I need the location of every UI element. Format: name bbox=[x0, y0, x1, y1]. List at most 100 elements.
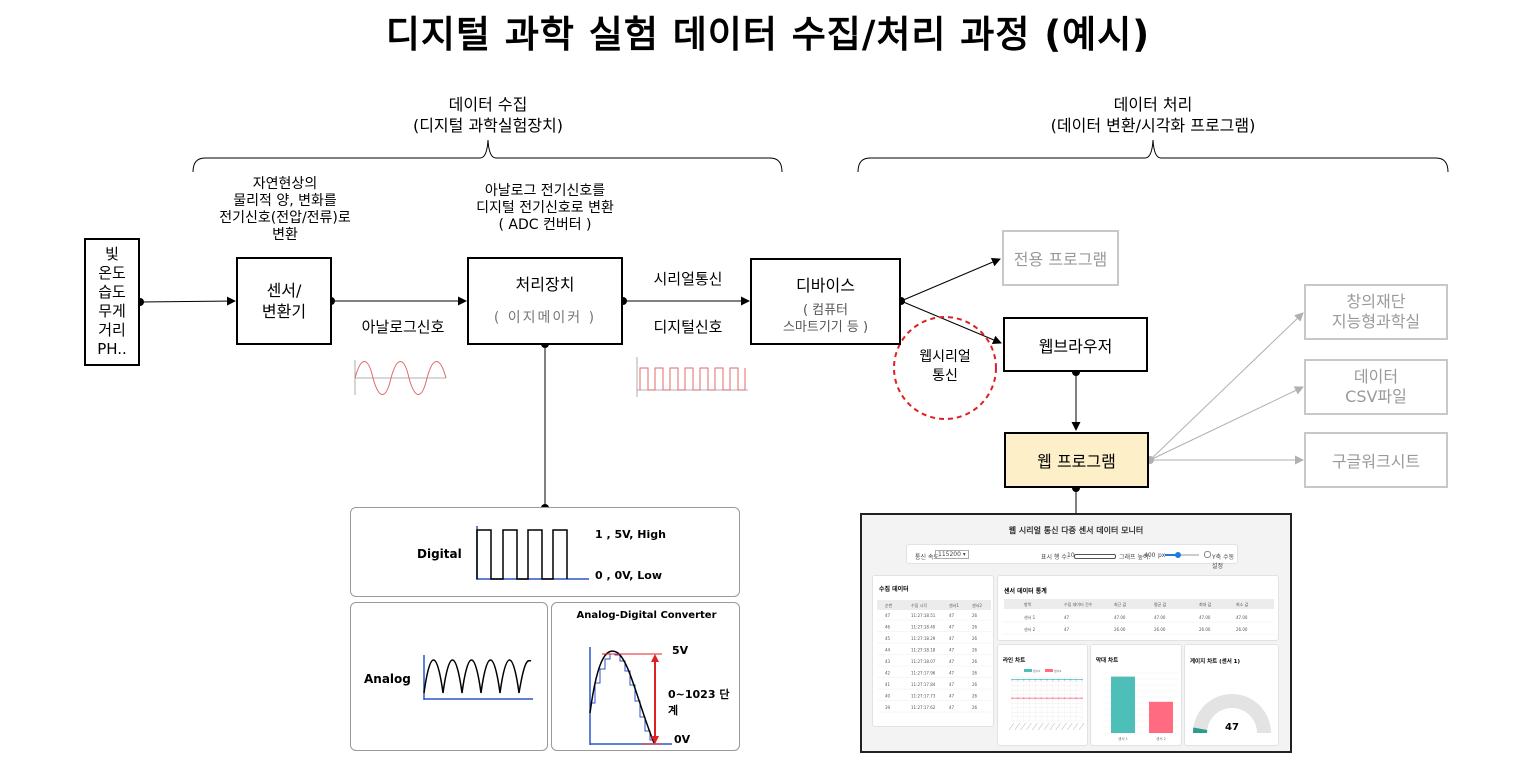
yaxis-label: Y축 수동 설정 bbox=[1212, 554, 1235, 570]
stats-cell: 26.00 bbox=[1236, 627, 1248, 632]
table-cell: 47 bbox=[949, 625, 955, 630]
stats-header-cell: 최근 값 bbox=[1114, 601, 1127, 607]
processor-box: 처리장치 ( 이지메이커 ) bbox=[467, 257, 623, 345]
baud-rate-value: 115200 bbox=[938, 551, 961, 558]
data-point bbox=[1017, 697, 1019, 699]
google-sheet-label: 구글워크시트 bbox=[1331, 452, 1421, 471]
x-tick-label bbox=[1072, 722, 1079, 731]
collected-data-title: 수집 데이터 bbox=[879, 586, 909, 593]
data-point bbox=[1040, 697, 1042, 699]
digital-panel-label: Digital bbox=[417, 547, 462, 561]
data-point bbox=[1069, 697, 1072, 699]
table-cell: 47 bbox=[949, 671, 955, 676]
web-browser-label: 웹브라우저 bbox=[1038, 336, 1113, 356]
stats-cell: 26.00 bbox=[1199, 627, 1211, 632]
yaxis-checkbox[interactable] bbox=[1204, 551, 1211, 558]
table-cell: 11:27:17.84 bbox=[911, 682, 936, 687]
adc-range-label: 0~1023 단계 bbox=[668, 688, 730, 717]
table-cell: 26 bbox=[972, 636, 978, 641]
data-point bbox=[1052, 678, 1054, 681]
table-cell: 26 bbox=[972, 648, 978, 653]
bar-category-label: 센서 2 bbox=[1156, 736, 1166, 741]
page-title: 디지털 과학 실험 데이터 수집/처리 과정 (예시) bbox=[385, 13, 1151, 56]
sensor-note-line: 변환 bbox=[272, 227, 298, 243]
dedicated-program-box: 전용 프로그램 bbox=[1002, 230, 1119, 286]
table-cell: 47 bbox=[949, 636, 955, 641]
input-item: 거리 bbox=[98, 321, 126, 339]
table-header-cell: 순번 bbox=[885, 602, 893, 608]
disconnect-button[interactable]: 연결 해제 bbox=[959, 549, 989, 560]
height-slider[interactable] bbox=[1165, 552, 1199, 558]
table-cell: 26 bbox=[972, 671, 978, 676]
save-button-label: 저장 bbox=[1021, 551, 1031, 557]
x-tick-label bbox=[1032, 722, 1038, 731]
line-chart-title: 라인 차트 bbox=[1003, 658, 1026, 664]
web-program-label: 웹 프로그램 bbox=[1037, 452, 1116, 471]
table-header-cell: 수집 시각 bbox=[911, 602, 927, 608]
digital-signal-label: 디지털신호 bbox=[653, 318, 723, 336]
height-slider-handle[interactable] bbox=[1175, 552, 1181, 558]
x-tick-label bbox=[1067, 722, 1073, 731]
digital-panel: Digital 1 , 5V, High 0 , 0V, Low bbox=[350, 507, 740, 597]
height-unit: px bbox=[1158, 552, 1166, 559]
rows-slider[interactable] bbox=[1074, 554, 1116, 559]
csv-file-box: 데이터 CSV파일 bbox=[1304, 359, 1448, 415]
bar-chart-title: 막대 차트 bbox=[1096, 658, 1119, 664]
stats-cell: 47 bbox=[1064, 627, 1070, 632]
table-cell: 11:27:18.40 bbox=[911, 625, 936, 630]
x-tick-label bbox=[1043, 722, 1050, 731]
table-cell: 26 bbox=[972, 613, 978, 618]
rows-value: 10 bbox=[1067, 552, 1075, 559]
stats-title: 센서 데이터 통계 bbox=[1004, 588, 1047, 595]
x-tick-label bbox=[1026, 722, 1032, 731]
monitor-title: 웹 시리얼 통신 다중 센서 데이터 모니터 bbox=[1008, 526, 1144, 535]
input-item: 무게 bbox=[98, 302, 126, 320]
sensor-label: 센서/ 변환기 bbox=[261, 281, 307, 321]
data-point bbox=[1063, 697, 1066, 699]
table-cell: 11:27:18.51 bbox=[911, 613, 936, 618]
table-cell: 46 bbox=[885, 625, 891, 630]
data-point bbox=[1081, 697, 1083, 699]
web-monitor-screenshot: 웹 시리얼 통신 다중 센서 데이터 모니터 통신 속도: 115200 ▾ 연… bbox=[860, 513, 1292, 753]
data-point bbox=[1057, 678, 1060, 681]
x-tick-label bbox=[1037, 722, 1044, 731]
baud-rate-select[interactable]: 115200 ▾ bbox=[935, 550, 969, 559]
bar bbox=[1149, 701, 1173, 733]
analog-sine-wave bbox=[423, 655, 533, 700]
table-cell: 47 bbox=[949, 705, 955, 710]
collect-title-line1: 데이터 수집 bbox=[448, 95, 528, 114]
stats-header-bg bbox=[1004, 599, 1274, 609]
device-box: 디바이스 ( 컴퓨터 스마트기기 등 ) bbox=[750, 258, 901, 345]
creative-lab-box: 창의재단 지능형과학실 bbox=[1304, 284, 1448, 340]
stats-cell: 47 bbox=[1064, 615, 1070, 620]
disconnect-button-label: 연결 해제 bbox=[964, 551, 984, 557]
table-cell: 26 bbox=[972, 705, 978, 710]
input-item: 습도 bbox=[98, 283, 126, 301]
stats-cell: 26.00 bbox=[1114, 627, 1126, 632]
data-point bbox=[1075, 678, 1077, 681]
web-program-box: 웹 프로그램 bbox=[1004, 432, 1149, 488]
process-title-line1: 데이터 처리 bbox=[1113, 95, 1193, 114]
table-cell: 11:27:17.62 bbox=[911, 705, 936, 710]
clear-button[interactable]: 삭제 bbox=[993, 549, 1011, 560]
table-cell: 40 bbox=[885, 694, 891, 699]
table-header-cell: 센서2 bbox=[972, 602, 982, 608]
adc-5v-label: 5V bbox=[672, 644, 689, 657]
save-button[interactable]: 저장 bbox=[1017, 549, 1035, 560]
clear-button-label: 삭제 bbox=[997, 551, 1007, 557]
legend-swatch-sensor1 bbox=[1024, 669, 1032, 672]
adc-note-line: 아날로그 전기신호를 bbox=[484, 183, 606, 199]
x-tick-label bbox=[1061, 722, 1067, 731]
table-cell: 47 bbox=[949, 659, 955, 664]
adc-0v-label: 0V bbox=[674, 733, 691, 746]
process-section-title: 데이터 처리 (데이터 변환/시각화 프로그램) bbox=[1020, 94, 1286, 136]
data-point bbox=[1069, 678, 1072, 681]
processor-sublabel: ( 이지메이커 ) bbox=[493, 310, 597, 326]
stats-header-cell: 최대 값 bbox=[1199, 601, 1212, 607]
data-point bbox=[1034, 697, 1037, 699]
table-cell: 47 bbox=[949, 648, 955, 653]
